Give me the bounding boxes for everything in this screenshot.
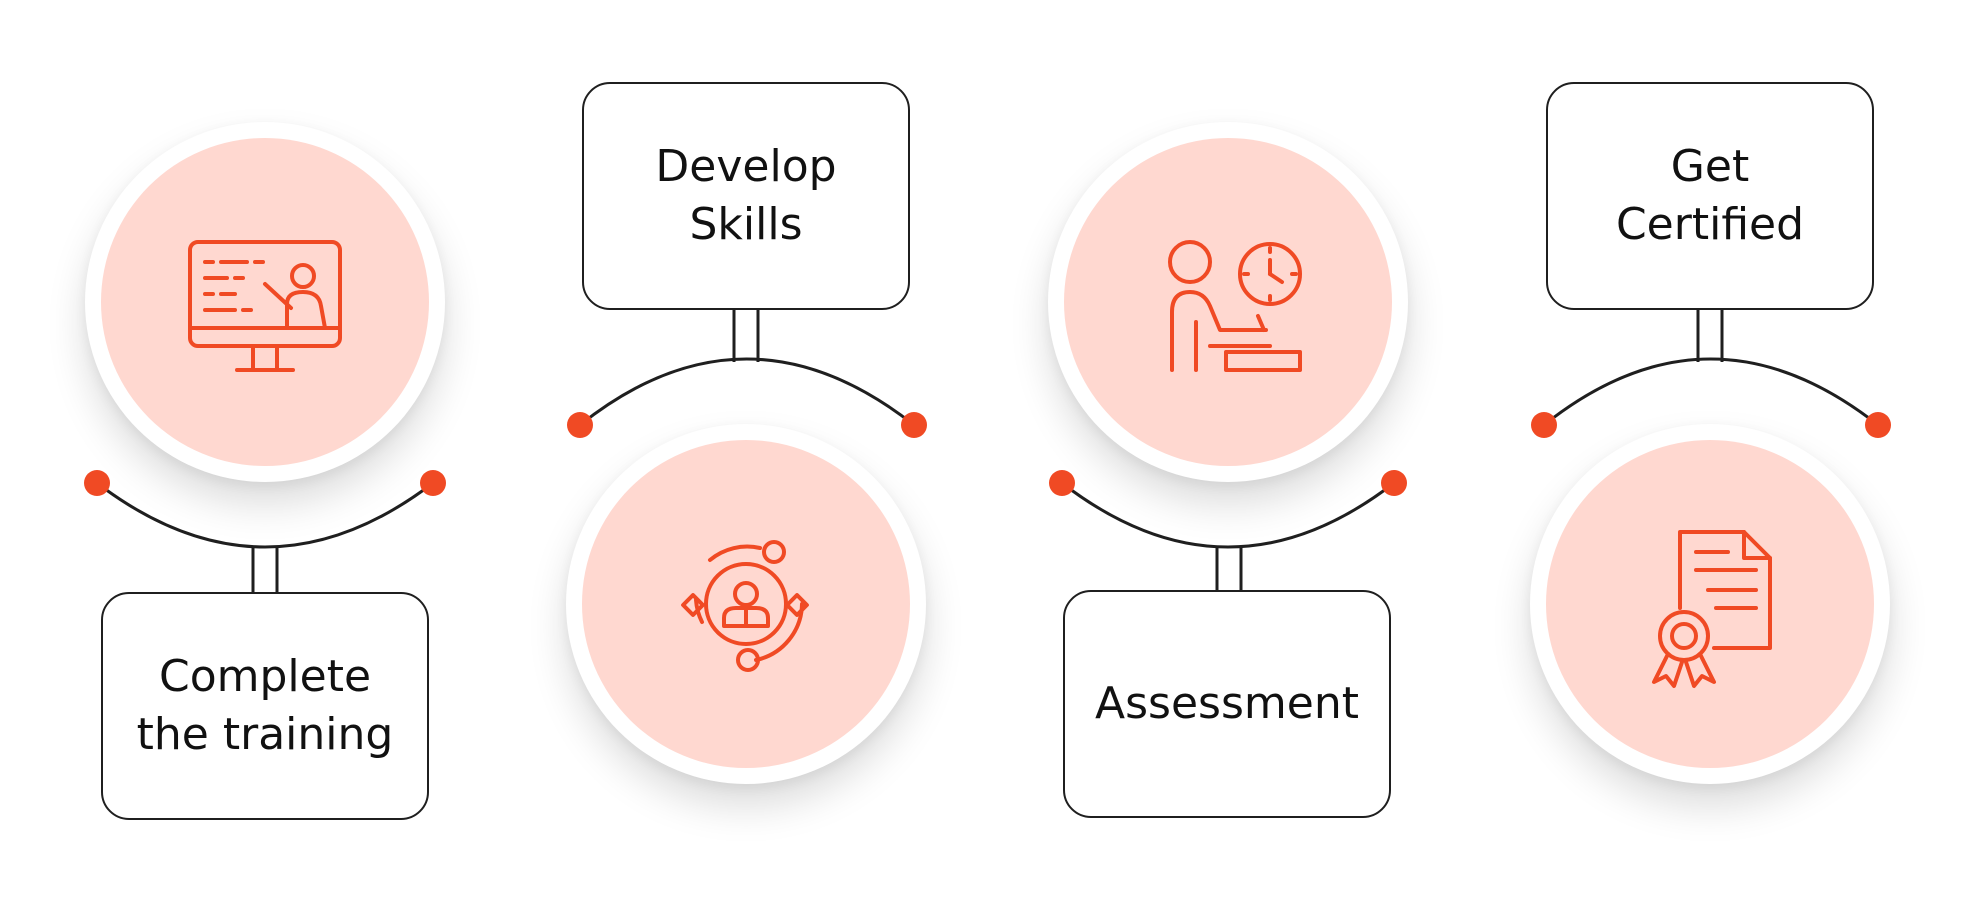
step-2-circle <box>566 424 926 784</box>
connector-dot <box>1049 470 1075 496</box>
step-3-box: Assessment <box>1063 590 1391 818</box>
connector-dot <box>567 412 593 438</box>
connector-dot <box>84 470 110 496</box>
step-1-circle <box>85 122 445 482</box>
connector-dot <box>1865 412 1891 438</box>
step-1-box: Complete the training <box>101 592 429 820</box>
online-training-monitor-icon <box>188 240 342 372</box>
step-4-box: Get Certified <box>1546 82 1874 310</box>
certificate-ribbon-icon <box>1652 530 1772 688</box>
skill-orbit-person-icon <box>681 540 809 672</box>
timed-exam-icon <box>1168 240 1302 372</box>
connector-dot <box>1381 470 1407 496</box>
step-4-label: Get Certified <box>1615 141 1805 250</box>
step-2-label: Develop Skills <box>655 141 837 250</box>
step-2-box: Develop Skills <box>582 82 910 310</box>
step-1-label: Complete the training <box>136 651 394 760</box>
connector-dot <box>420 470 446 496</box>
step-3-label: Assessment <box>1095 678 1359 729</box>
step-3-circle <box>1048 122 1408 482</box>
step-4-circle <box>1530 424 1890 784</box>
connector-dot <box>901 412 927 438</box>
connector-dot <box>1531 412 1557 438</box>
